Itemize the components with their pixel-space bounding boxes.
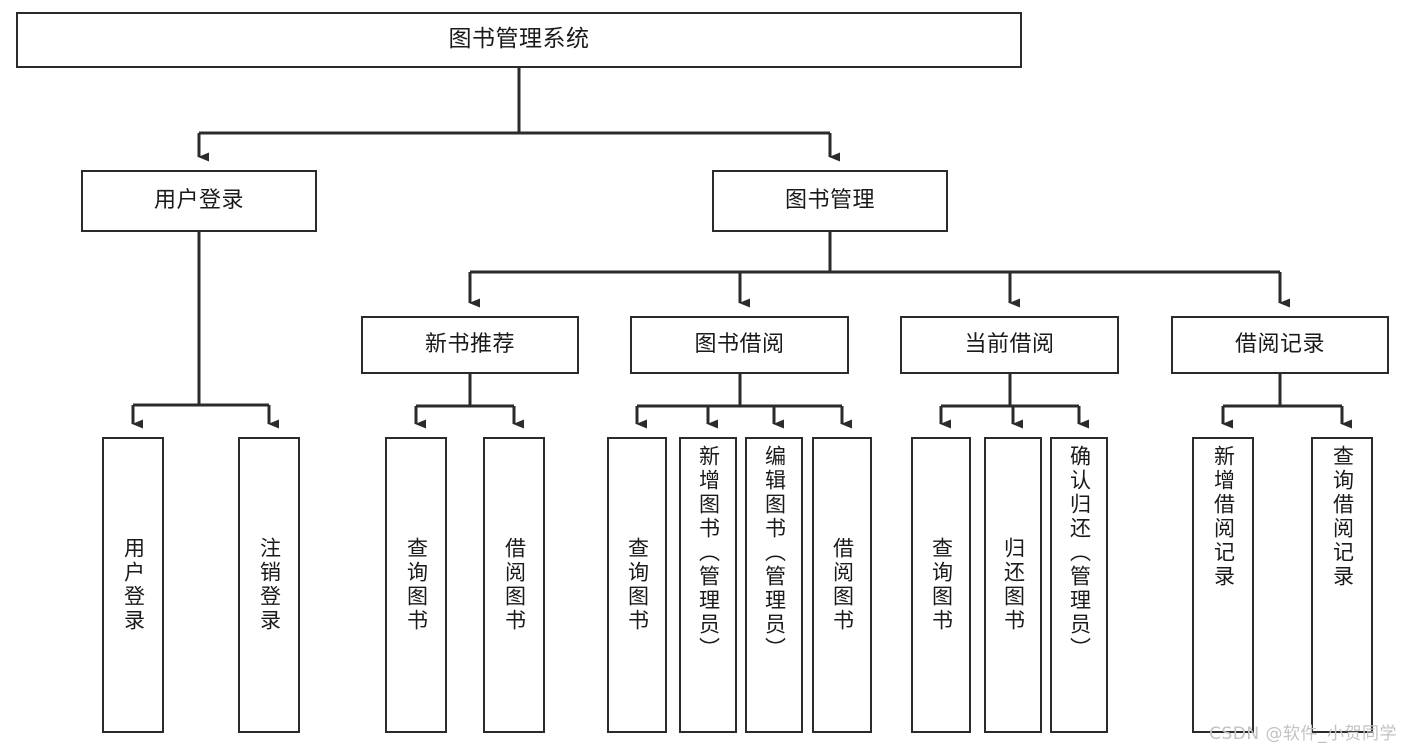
node-leaf-login-1[interactable]: 用户登录 xyxy=(102,437,164,733)
node-leaf-login-2[interactable]: 注销登录 xyxy=(238,437,300,733)
node-label-leaf-new-1: 查询图书 xyxy=(404,537,429,633)
node-label-leaf-new-2: 借阅图书 xyxy=(502,537,527,633)
node-leaf-new-1[interactable]: 查询图书 xyxy=(385,437,447,733)
node-label-root: 图书管理系统 xyxy=(448,26,590,53)
node-label-leaf-borrow-2: 新增图书（管理员） xyxy=(696,445,721,661)
node-bookmgmt[interactable]: 图书管理 xyxy=(712,170,948,232)
node-label-leaf-login-2: 注销登录 xyxy=(257,537,282,633)
node-leaf-cur-3[interactable]: 确认归还（管理员） xyxy=(1050,437,1108,733)
node-leaf-new-2[interactable]: 借阅图书 xyxy=(483,437,545,733)
node-leaf-borrow-4[interactable]: 借阅图书 xyxy=(812,437,872,733)
node-label-leaf-cur-1: 查询图书 xyxy=(929,537,954,633)
node-leaf-cur-1[interactable]: 查询图书 xyxy=(911,437,971,733)
node-label-login: 用户登录 xyxy=(153,188,244,214)
node-leaf-rec-1[interactable]: 新增借阅记录 xyxy=(1192,437,1254,733)
node-root[interactable]: 图书管理系统 xyxy=(16,12,1022,68)
node-label-leaf-login-1: 用户登录 xyxy=(121,537,146,633)
csdn-watermark: CSDN @软件_小贺同学 xyxy=(1209,724,1397,744)
node-label-leaf-borrow-1: 查询图书 xyxy=(625,537,650,633)
node-label-current: 当前借阅 xyxy=(964,332,1055,358)
node-leaf-cur-2[interactable]: 归还图书 xyxy=(984,437,1042,733)
node-login[interactable]: 用户登录 xyxy=(81,170,317,232)
node-leaf-borrow-2[interactable]: 新增图书（管理员） xyxy=(679,437,737,733)
node-current[interactable]: 当前借阅 xyxy=(900,316,1119,374)
node-records[interactable]: 借阅记录 xyxy=(1171,316,1389,374)
node-newbook[interactable]: 新书推荐 xyxy=(361,316,579,374)
node-label-newbook: 新书推荐 xyxy=(424,332,515,358)
node-label-records: 借阅记录 xyxy=(1234,332,1325,358)
node-label-borrow: 图书借阅 xyxy=(694,332,785,358)
node-label-leaf-rec-2: 查询借阅记录 xyxy=(1330,445,1355,589)
node-leaf-rec-2[interactable]: 查询借阅记录 xyxy=(1311,437,1373,733)
node-label-leaf-borrow-3: 编辑图书（管理员） xyxy=(762,445,787,661)
node-label-bookmgmt: 图书管理 xyxy=(784,188,875,214)
node-leaf-borrow-3[interactable]: 编辑图书（管理员） xyxy=(745,437,803,733)
node-borrow[interactable]: 图书借阅 xyxy=(630,316,849,374)
node-label-leaf-borrow-4: 借阅图书 xyxy=(830,537,855,633)
node-leaf-borrow-1[interactable]: 查询图书 xyxy=(607,437,667,733)
node-label-leaf-cur-3: 确认归还（管理员） xyxy=(1067,445,1092,661)
node-label-leaf-rec-1: 新增借阅记录 xyxy=(1211,445,1236,589)
node-label-leaf-cur-2: 归还图书 xyxy=(1001,537,1026,633)
